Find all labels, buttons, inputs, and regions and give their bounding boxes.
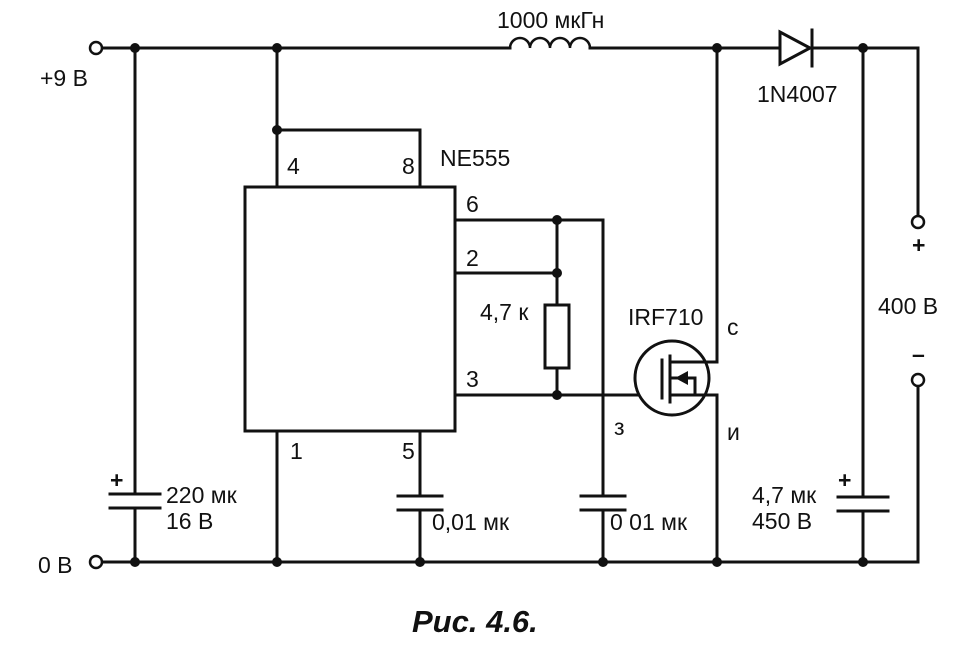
pin4-label: 4 [287,153,300,179]
inductor-label: 1000 мкГн [497,7,604,33]
c4-value-label: 4,7 мк [752,482,817,508]
pin6-label: 6 [466,191,479,217]
junction-dots [130,43,868,567]
pin1-label: 1 [290,438,303,464]
c4-plus-label: + [838,467,851,493]
top-rail [102,46,920,217]
ic-label: NE555 [440,145,510,171]
vplus-terminal[interactable] [88,40,104,56]
bottom-rail [102,384,920,564]
inductor-symbol [508,36,592,49]
c3-value-label: 0 01 мк [610,509,688,535]
capacitor-c2 [396,494,444,564]
c2-value-label: 0,01 мк [432,509,510,535]
capacitor-c3 [579,494,627,564]
resistor-symbol [543,303,571,370]
pin8-label: 8 [402,153,415,179]
out-voltage-label: 400 В [878,293,938,319]
out-plus-terminal[interactable] [910,214,926,230]
out-minus-label: – [912,341,925,367]
figure-caption: Рис. 4.6. [412,604,538,639]
vzero-label: 0 В [38,552,73,578]
pin2-label: 2 [466,245,479,271]
diode-label: 1N4007 [757,81,838,107]
diode-symbol [778,28,814,68]
out-plus-label: + [912,232,925,258]
vplus-label: +9 В [40,65,88,91]
c1-value-label: 220 мк [166,482,238,508]
c4-voltage-label: 450 В [752,508,812,534]
resistor-label: 4,7 к [480,299,529,325]
capacitor-c4 [836,46,890,564]
pin5-label: 5 [402,438,415,464]
c1-voltage-label: 16 В [166,508,213,534]
ne555-ic [243,46,457,564]
source-label: и [727,419,740,445]
c1-plus-label: + [110,467,123,493]
capacitor-c1 [108,46,162,564]
transistor-label: IRF710 [628,304,703,330]
drain-label: с [727,314,739,340]
out-minus-terminal[interactable] [910,372,926,388]
gate-label: з [614,414,625,440]
pin3-label: 3 [466,366,479,392]
vzero-terminal[interactable] [88,554,104,570]
mosfet-symbol [633,339,719,417]
